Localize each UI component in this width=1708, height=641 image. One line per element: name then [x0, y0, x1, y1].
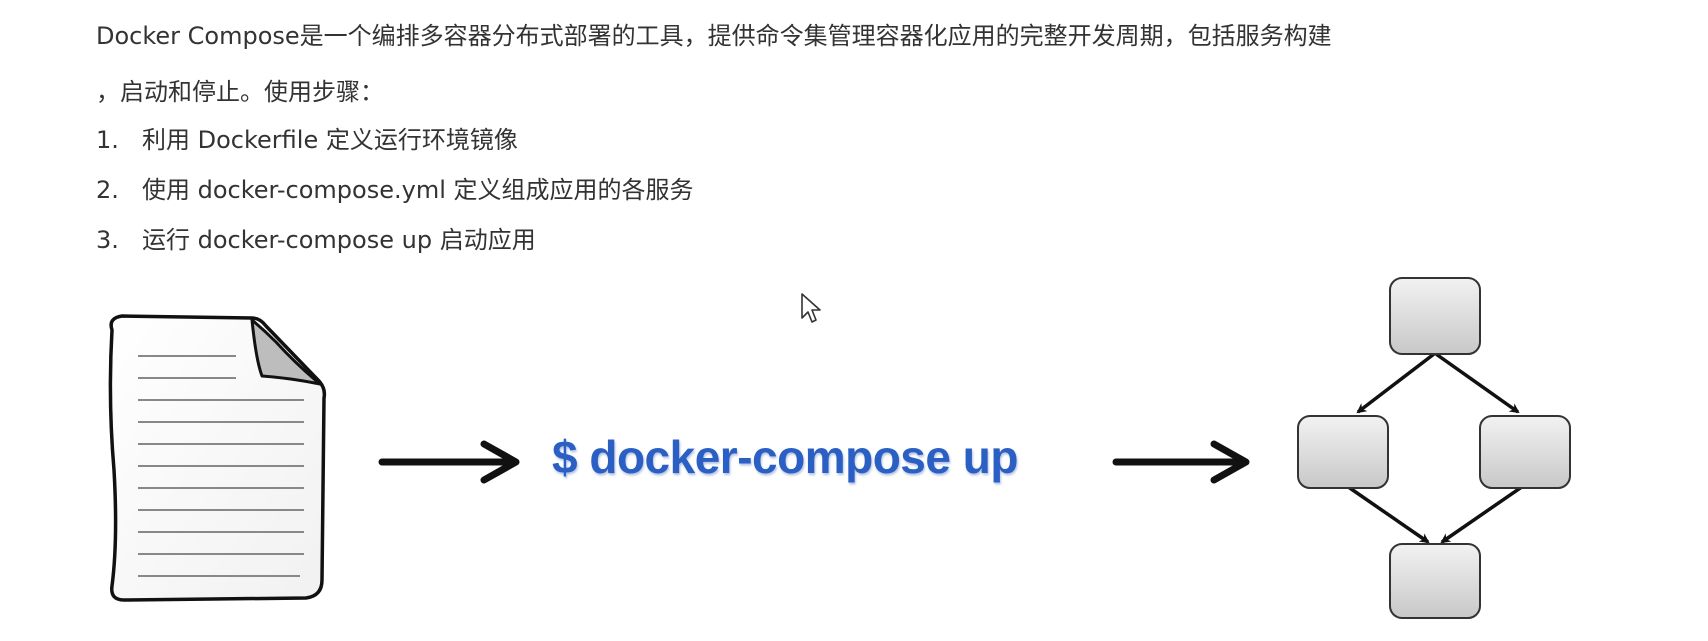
list-item: 2. 使用 docker-compose.yml 定义组成应用的各服务	[96, 174, 694, 224]
intro-paragraph: Docker Compose是一个编排多容器分布式部署的工具，提供命令集管理容器…	[96, 20, 1656, 52]
service-node	[1297, 415, 1389, 489]
steps-list: 1. 利用 Dockerfile 定义运行环境镜像 2. 使用 docker-c…	[96, 124, 694, 274]
arrow-right-icon	[378, 440, 520, 484]
intro-line-1: Docker Compose是一个编排多容器分布式部署的工具，提供命令集管理容器…	[96, 22, 1332, 50]
step-number: 2.	[96, 176, 119, 204]
arrow-right-icon	[1112, 440, 1250, 484]
step-text: 运行 docker-compose up 启动应用	[142, 226, 536, 254]
intro-line-2: ，启动和停止。使用步骤：	[96, 78, 384, 106]
list-item: 1. 利用 Dockerfile 定义运行环境镜像	[96, 124, 694, 174]
compose-diagram	[108, 277, 1571, 619]
compose-command-text: $ docker-compose up	[552, 431, 1018, 483]
intro-paragraph-continuation: ，启动和停止。使用步骤：	[96, 76, 384, 108]
list-item: 3. 运行 docker-compose up 启动应用	[96, 224, 694, 274]
service-graph-icon	[1297, 277, 1571, 619]
document-icon	[108, 314, 327, 602]
step-number: 3.	[96, 226, 119, 254]
service-node	[1389, 277, 1481, 355]
mouse-pointer-icon	[801, 293, 821, 323]
step-text: 利用 Dockerfile 定义运行环境镜像	[142, 126, 518, 154]
step-number: 1.	[96, 126, 119, 154]
service-node	[1479, 415, 1571, 489]
service-node	[1389, 543, 1481, 619]
step-text: 使用 docker-compose.yml 定义组成应用的各服务	[142, 176, 694, 204]
